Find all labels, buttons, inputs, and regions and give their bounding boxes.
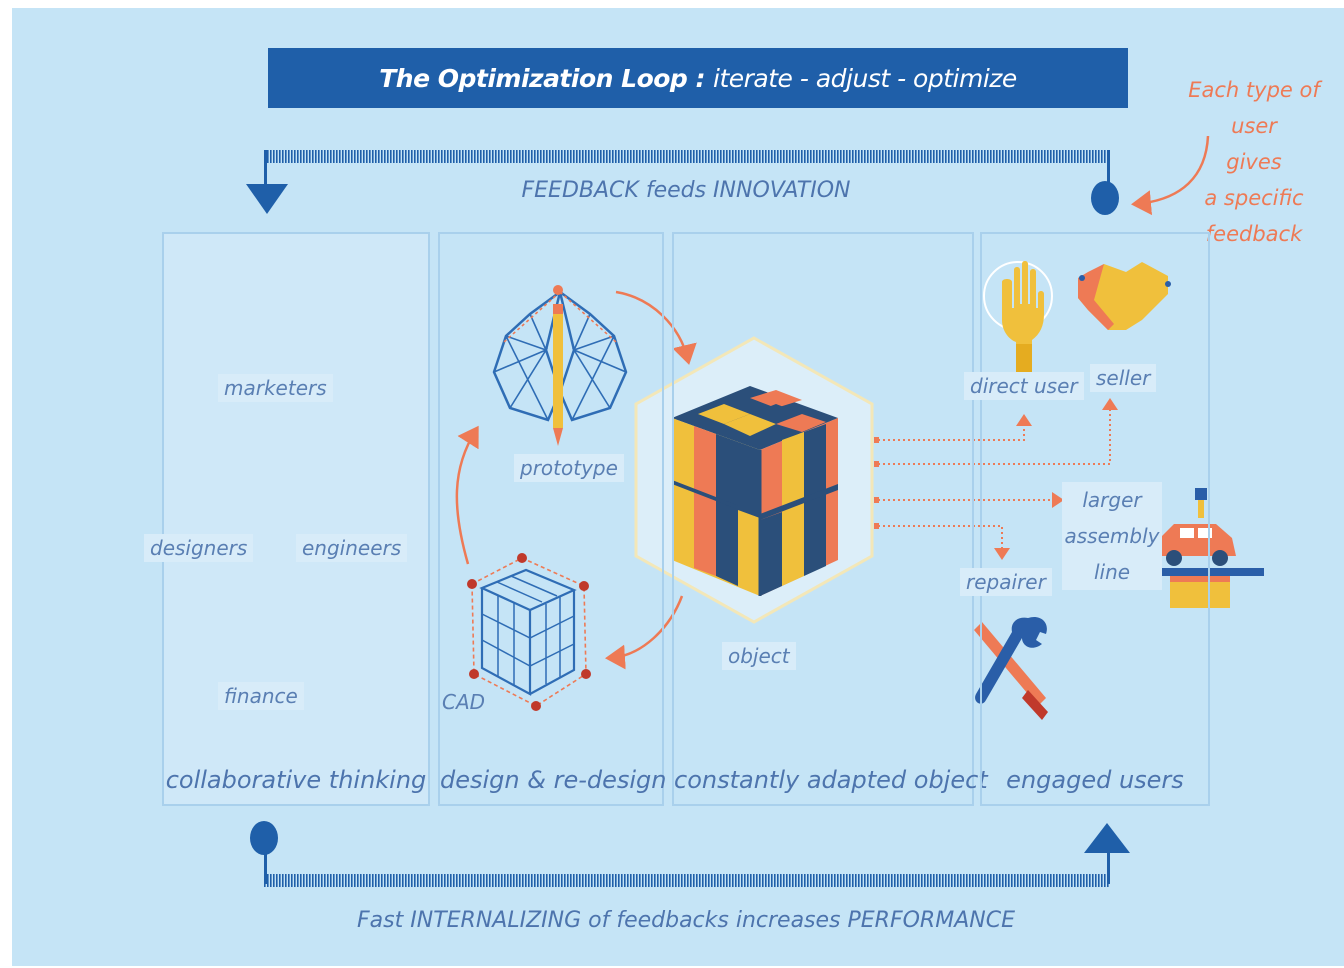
role-label-designers: designers xyxy=(144,534,254,562)
annotation-line-3: a specific xyxy=(1204,186,1304,210)
internalize-dot-icon xyxy=(250,821,278,855)
annotation-line-4: feedback xyxy=(1205,222,1303,246)
title-subtitle: iterate - adjust - optimize xyxy=(713,63,1017,93)
assembly-line-word-2: assembly xyxy=(1064,524,1160,548)
cycle-arrow-icon xyxy=(605,595,684,670)
panel-collaborative-thinking: collaborative thinking xyxy=(162,232,430,806)
bottom-loop-label: Fast INTERNALIZING of feedbacks increase… xyxy=(357,908,1015,933)
step-label-cad: CAD xyxy=(442,690,486,714)
annotation-arrow-icon xyxy=(1131,135,1210,216)
role-label-engineers: engineers xyxy=(296,534,408,562)
top-loop-label: FEEDBACK feeds INNOVATION xyxy=(521,178,851,203)
top-feedback-loop xyxy=(246,150,1119,215)
user-label-repairer: repairer xyxy=(960,568,1052,596)
user-label-assembly-line: larger assembly line xyxy=(1062,482,1162,590)
diagram-canvas: The Optimization Loop : iterate - adjust… xyxy=(12,8,1344,966)
down-arrow-icon xyxy=(246,184,288,214)
bottom-feedback-loop xyxy=(250,821,1130,887)
pencil-icon xyxy=(553,285,563,446)
center-label-object: object xyxy=(722,642,796,670)
raised-hand-icon xyxy=(983,261,1053,372)
panel-caption: constantly adapted object xyxy=(674,766,988,794)
wireframe-brain-icon xyxy=(492,288,628,422)
annotation-line-2: gives xyxy=(1226,150,1282,174)
handshake-icon xyxy=(1078,262,1171,330)
user-label-seller: seller xyxy=(1090,364,1157,392)
title-banner: The Optimization Loop : iterate - adjust… xyxy=(268,48,1128,108)
feedback-lines xyxy=(878,398,1118,560)
wrench-screwdriver-icon xyxy=(974,616,1048,720)
cube-icon xyxy=(672,386,838,596)
panel-caption: collaborative thinking xyxy=(165,766,427,794)
role-label-marketers: marketers xyxy=(218,374,333,402)
assembly-line-word-1: larger xyxy=(1082,488,1142,512)
title-bold: The Optimization Loop : xyxy=(379,63,706,93)
role-label-finance: finance xyxy=(218,682,304,710)
wireframe-cube-icon xyxy=(467,553,591,711)
panel-caption: engaged users xyxy=(1006,766,1184,794)
annotation-note: Each type of user gives a specific feedb… xyxy=(1164,72,1344,252)
panel-design-redesign: design & re-design xyxy=(438,232,667,806)
panel-engaged-users: engaged users xyxy=(980,232,1210,806)
assembly-line-word-3: line xyxy=(1093,560,1131,584)
panel-adapted-object: constantly adapted object xyxy=(672,232,988,806)
panel-caption: design & re-design xyxy=(440,766,667,794)
step-label-prototype: prototype xyxy=(514,454,624,482)
up-arrow-icon xyxy=(1084,823,1130,853)
user-label-direct-user: direct user xyxy=(964,372,1084,400)
car-assembly-icon xyxy=(1140,488,1264,608)
annotation-line-1: Each type of user xyxy=(1188,78,1320,138)
feedback-origin-dot-icon xyxy=(1091,181,1119,215)
cycle-arrow-icon xyxy=(455,425,479,565)
